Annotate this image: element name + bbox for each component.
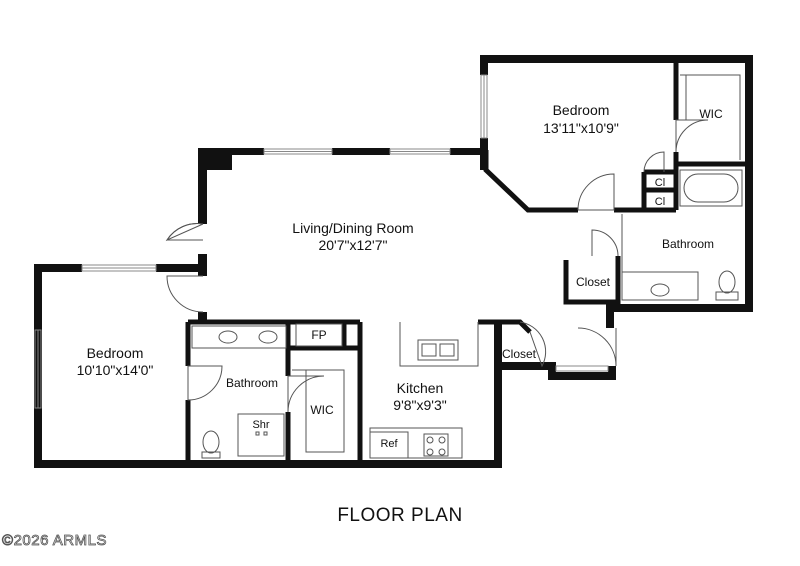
room-name-closet-mid: Closet [502,347,537,361]
room-size-bedroom-main: 13'11"x10'9" [543,120,619,136]
room-name-bedroom-main: Bedroom [553,102,610,118]
room-name-bathroom-right: Bathroom [662,237,714,251]
room-name-wic-top: WIC [699,107,723,121]
sink [650,283,670,297]
copyright-text: 2026 ARMLS [13,532,107,550]
room-name-bedroom-left: Bedroom [87,345,144,361]
room-name-kitchen: Kitchen [397,380,444,396]
floor-plan-title: FLOOR PLAN [337,505,463,526]
bathtub [683,173,739,203]
fixtures [191,74,743,459]
room-size-kitchen: 9'8"x9'3" [393,397,446,413]
refrigerator [369,431,409,459]
room-name-wic-bottom: WIC [310,403,334,417]
room-name-bathroom-left: Bathroom [226,376,278,390]
room-name-living: Living/Dining Room [292,220,413,236]
stove [423,433,449,457]
room-size-bedroom-left: 10'10"x14'0" [77,362,154,378]
shower [237,413,285,457]
room-name-closet-right: Closet [576,275,611,289]
windows [34,74,609,409]
doors [165,119,709,413]
room-name-cl-bottom: Cl [655,196,665,208]
copyright-watermark: ©2026 ARMLS [2,532,107,550]
interior-walls [185,63,748,460]
room-name-shr: Shr [252,419,269,431]
room-name-ref: Ref [380,438,398,450]
room-size-living: 20'7"x12'7" [318,237,387,253]
room-name-cl-top: Cl [655,177,665,189]
room-labels: Living/Dining Room 20'7"x12'7" Bedroom 1… [77,102,723,450]
toilet [718,270,736,294]
room-name-fp: FP [311,328,326,342]
